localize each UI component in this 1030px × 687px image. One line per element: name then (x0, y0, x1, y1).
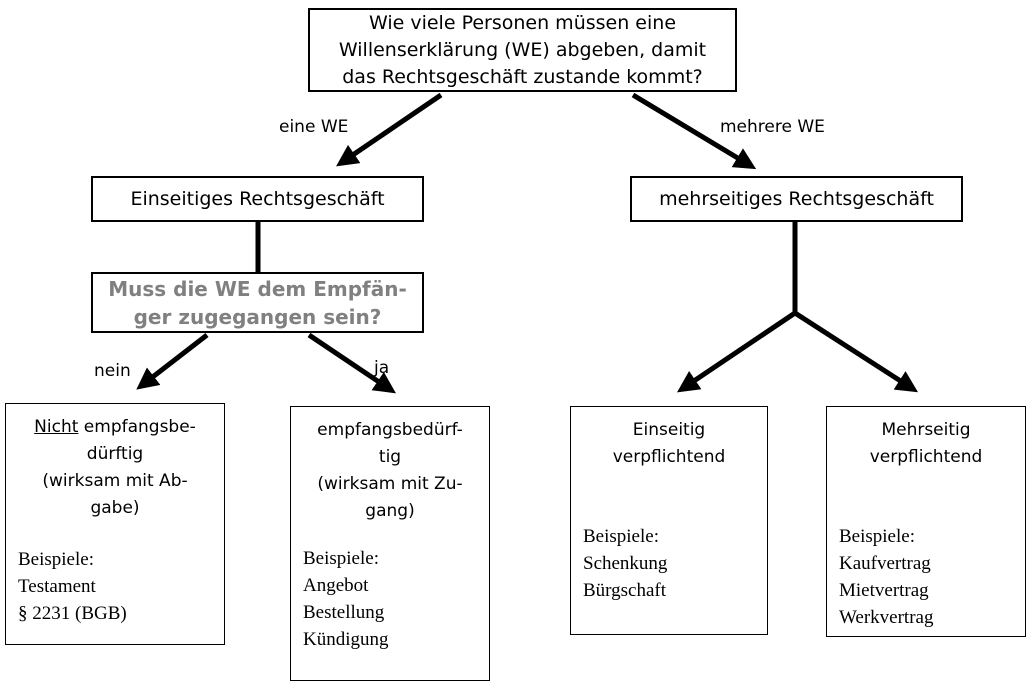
examples-list: Angebot Bestellung Kündigung (303, 575, 389, 650)
node-sub-question: Muss die WE dem Empfän- ger zugegangen s… (91, 272, 424, 333)
edge-label-ja: ja (374, 358, 390, 378)
leaf-title: empfangsbedürf- tig (wirksam mit Zu- gan… (317, 420, 463, 521)
examples-list: Kaufvertrag Mietvertrag Werkvertrag (839, 553, 934, 628)
examples-block: Beispiele: Angebot Bestellung Kündigung (291, 545, 489, 653)
arrow-root-to-einseitig (336, 92, 443, 167)
examples-block: Beispiele: Schenkung Bürgschaft (571, 523, 767, 604)
einseitiges-label: Einseitiges Rechtsgeschäft (130, 188, 385, 210)
title-rest: empfangsbe- (78, 417, 196, 437)
examples-block: Beispiele: Testament § 2231 (BGB) (6, 546, 224, 627)
node-mehrseitig-verpflichtend: Mehrseitig verpflichtend Beispiele: Kauf… (826, 406, 1026, 637)
node-einseitiges-rechtsgeschaeft: Einseitiges Rechtsgeschäft (91, 176, 424, 222)
examples-label: Beispiele: (839, 526, 915, 547)
examples-block: Beispiele: Kaufvertrag Mietvertrag Werkv… (827, 523, 1025, 631)
node-root-question: Wie viele Personen müssen eine Willenser… (308, 8, 737, 92)
underlined-word: Nicht (34, 417, 79, 437)
edge-label-nein: nein (94, 361, 131, 381)
arrow-to-mehrseitig-verpflichtend (793, 310, 919, 393)
sub-question-text: Muss die WE dem Empfän- ger zugegangen s… (108, 276, 407, 329)
mehrseitiges-label: mehrseitiges Rechtsgeschäft (659, 188, 934, 210)
leaf-title: Einseitig verpflichtend (612, 420, 726, 467)
arrow-nein (136, 333, 209, 390)
examples-label: Beispiele: (583, 526, 659, 547)
examples-list: Testament § 2231 (BGB) (18, 576, 127, 624)
node-empfangsbeduerftig: empfangsbedürf- tig (wirksam mit Zu- gan… (290, 406, 490, 681)
edge-label-eine-we: eine WE (279, 117, 349, 137)
arrow-to-einseitig-verpflichtend (677, 310, 797, 393)
node-mehrseitiges-rechtsgeschaeft: mehrseitiges Rechtsgeschäft (630, 176, 963, 222)
leaf-title: Mehrseitig verpflichtend (869, 420, 983, 467)
examples-list: Schenkung Bürgschaft (583, 553, 668, 601)
leaf-title-first-line: Nicht empfangsbe- (6, 414, 224, 441)
edge-label-mehrere-we: mehrere WE (720, 117, 825, 137)
node-nicht-empfangsbeduerftig: Nicht empfangsbe- dürftig (wirksam mit A… (5, 403, 225, 645)
examples-label: Beispiele: (18, 549, 94, 570)
leaf-title-lines: dürftig (wirksam mit Ab- gabe) (42, 444, 188, 518)
leaf-title: Nicht empfangsbe- dürftig (wirksam mit A… (6, 404, 224, 522)
node-einseitig-verpflichtend: Einseitig verpflichtend Beispiele: Schen… (570, 406, 768, 635)
root-question-text: Wie viele Personen müssen eine Willenser… (338, 11, 707, 88)
examples-label: Beispiele: (303, 548, 379, 569)
